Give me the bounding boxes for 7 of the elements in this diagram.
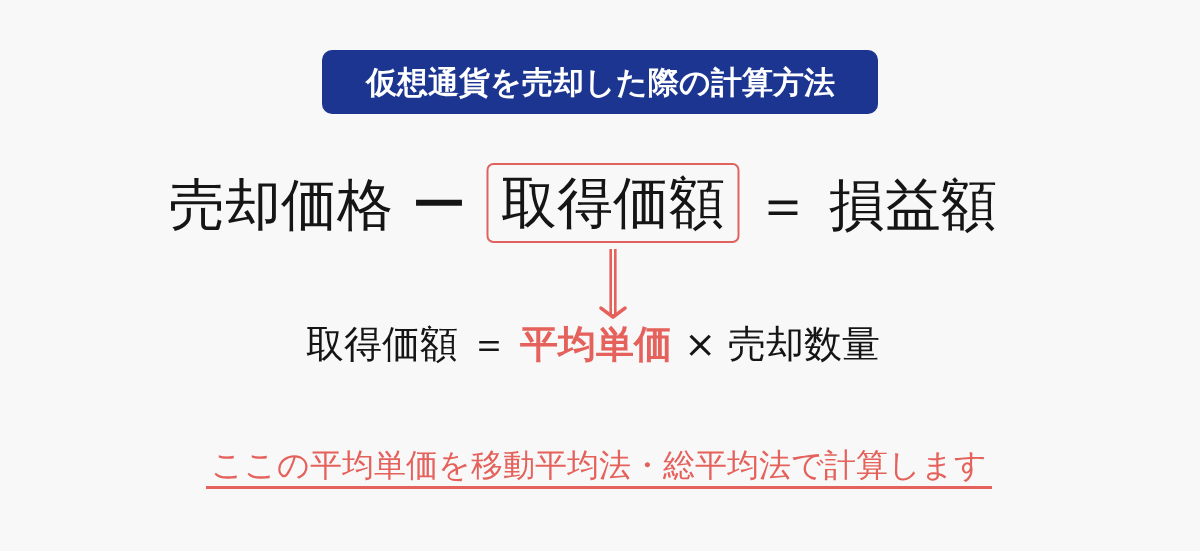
- highlight-box: 取得価額: [486, 163, 740, 243]
- title-banner: 仮想通貨を売却した際の計算方法: [322, 50, 878, 114]
- formula-term: 売却価格 ー: [169, 177, 467, 233]
- arrow: [599, 247, 627, 320]
- formula-text: 取得価額 ＝ 平均単価 × 売却数量: [305, 324, 881, 366]
- formula-term: ＝ 損益額: [755, 177, 997, 233]
- underlined-note: ここの平均単価を移動平均法・総平均法で計算します: [206, 449, 992, 489]
